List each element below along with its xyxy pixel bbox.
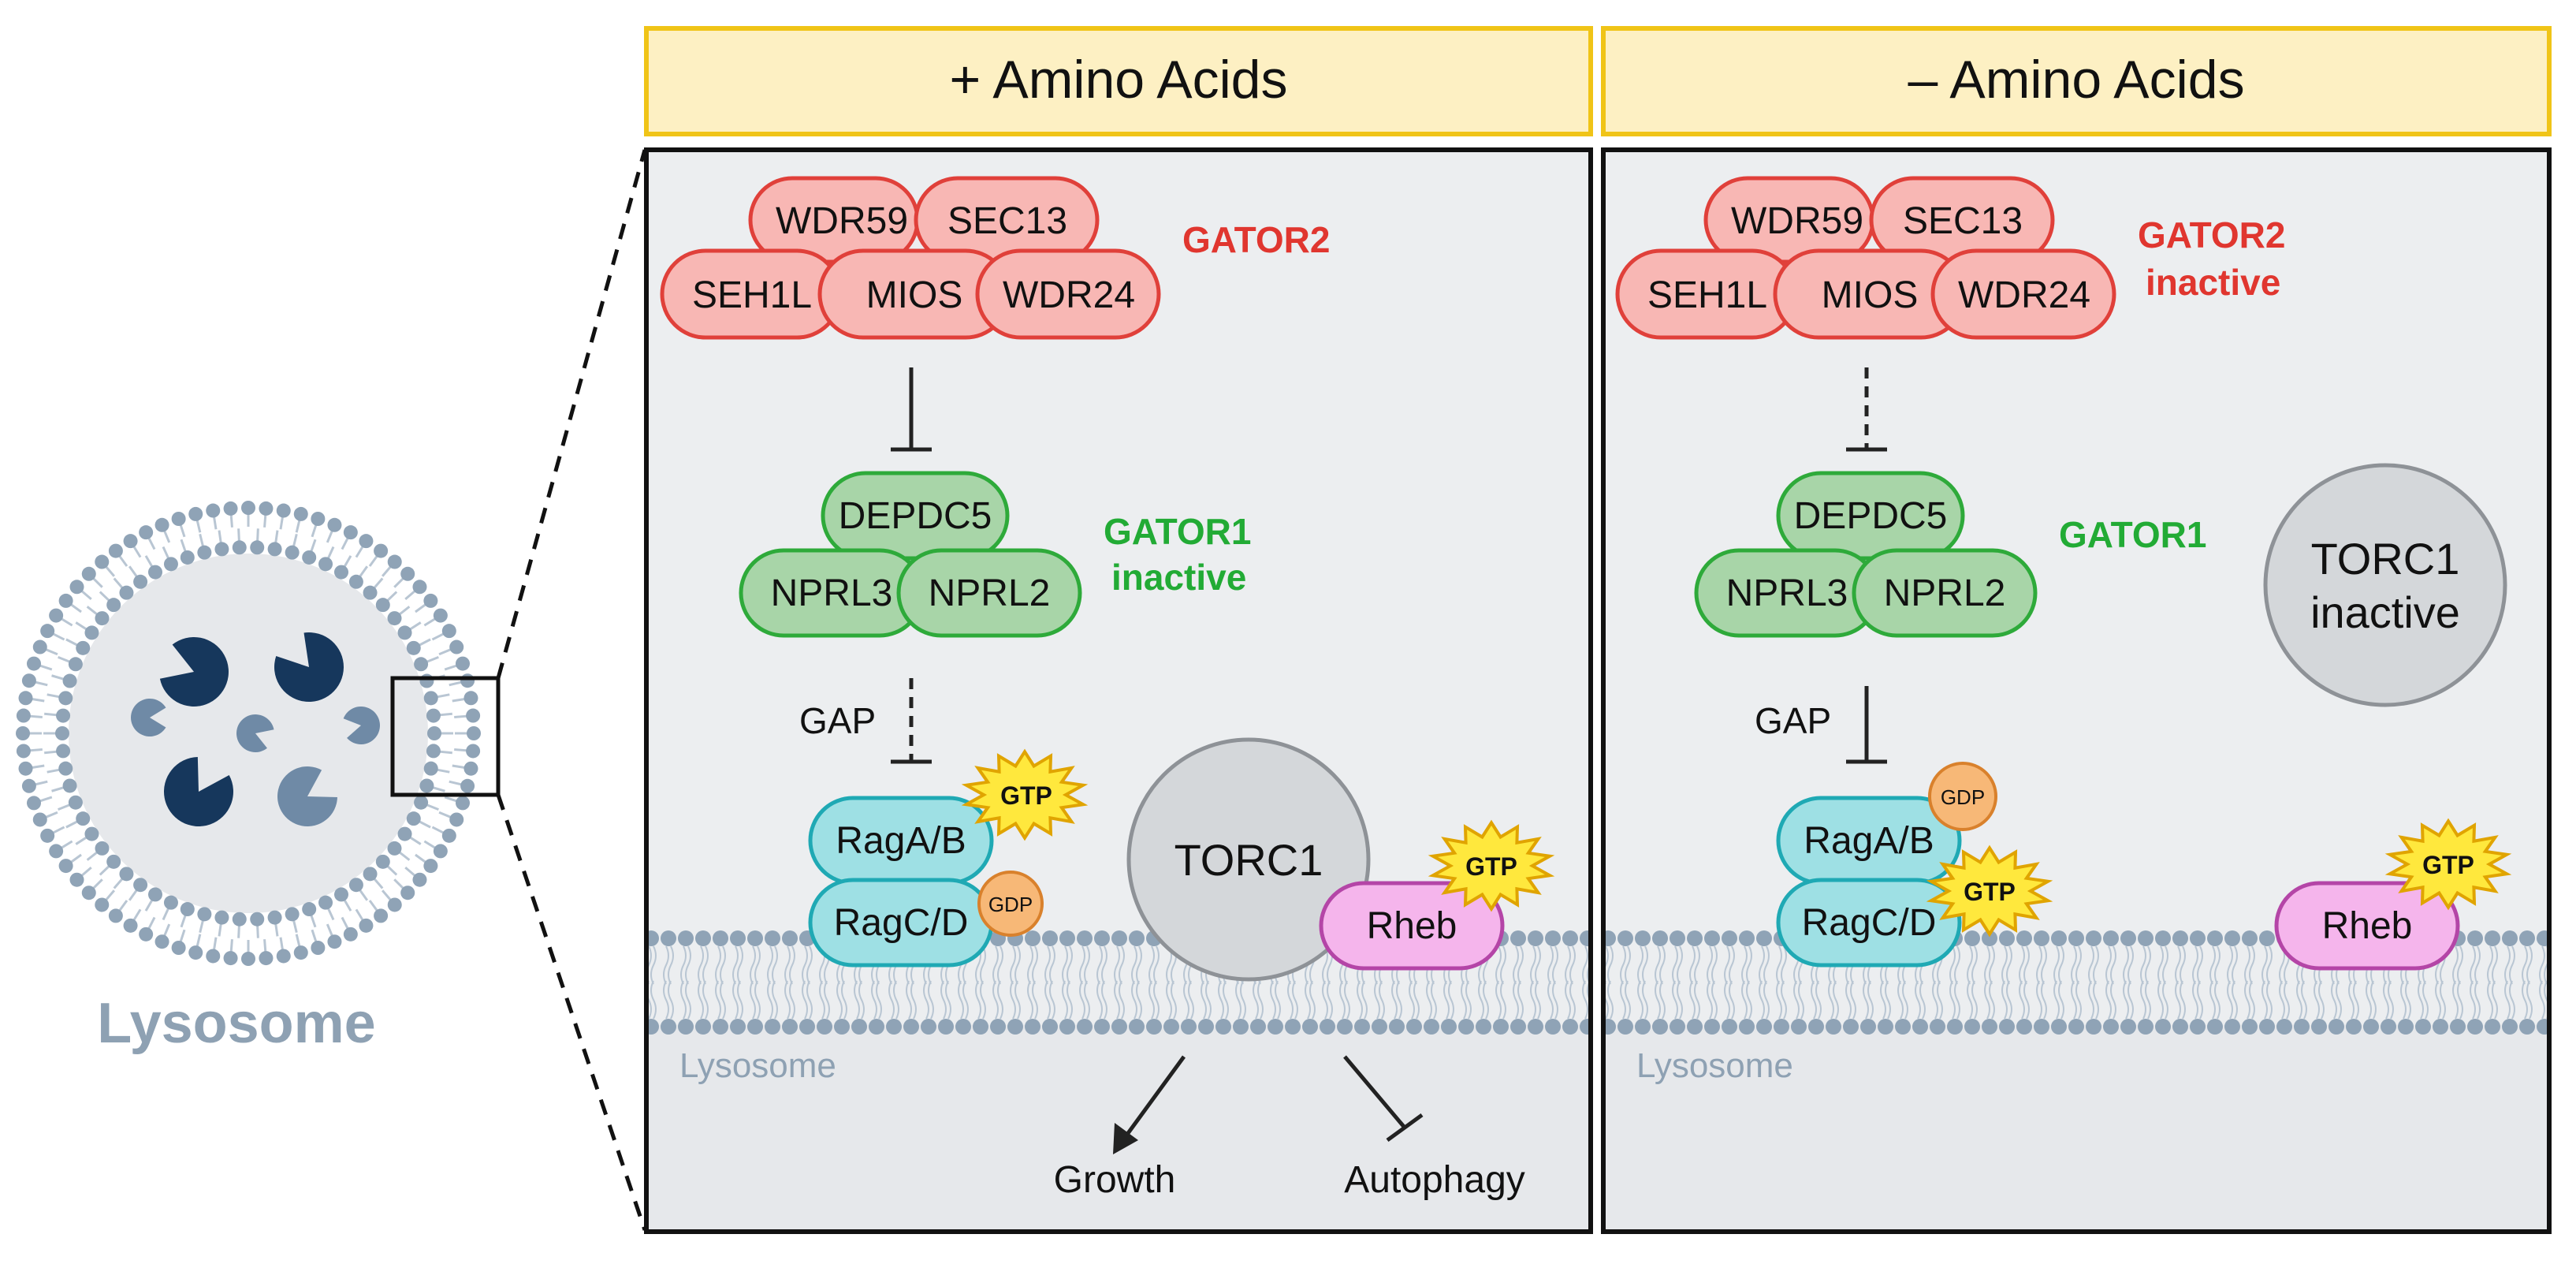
plus-ragc-gdp-label: GDP	[988, 893, 1033, 916]
minus-membrane-label: Lysosome	[1636, 1046, 1793, 1085]
plus-rheb-gtp-label: GTP	[1465, 852, 1517, 881]
plus-autophagy-inhibition-line	[1343, 1055, 1406, 1129]
plus-sec13-label: SEC13	[947, 200, 1067, 242]
minus-gator1-label: GATOR1	[2059, 514, 2206, 555]
plus-panel: Lysosome WDR59 SEC13 SEH1L MIOS WDR24 GA…	[644, 147, 1593, 1234]
zoom-box	[390, 676, 501, 797]
minus-ragc	[1776, 878, 1962, 968]
minus-rheb-label: Rheb	[2322, 905, 2413, 947]
plus-torc1	[1126, 737, 1371, 982]
minus-wdr59-label: WDR59	[1731, 200, 1863, 242]
plus-wdr24-label: WDR24	[1003, 274, 1135, 316]
plus-raga-gtp-label: GTP	[1000, 781, 1052, 810]
zoom-line-bottom	[496, 794, 647, 1231]
plus-gap-label: GAP	[799, 700, 876, 741]
plus-autophagy-inhibition-bar	[1386, 1113, 1424, 1143]
plus-seh1l-label: SEH1L	[692, 274, 812, 316]
plus-autophagy-label: Autophagy	[1344, 1159, 1525, 1201]
zoom-line-top	[496, 149, 647, 679]
plus-panel-border	[644, 147, 1593, 1234]
minus-rheb-gtp-burst	[2384, 818, 2512, 911]
minus-seh1l-label: SEH1L	[1647, 274, 1767, 316]
plus-gator2-label: GATOR2	[1182, 219, 1330, 260]
minus-depdc5-label: DEPDC5	[1794, 495, 1948, 537]
plus-wdr24	[975, 248, 1161, 340]
minus-raga-gdp-label: GDP	[1941, 785, 1985, 809]
minus-gator1-complex: DEPDC5 NPRL3 NPRL2	[1694, 471, 2038, 638]
condition-headers: + Amino Acids – Amino Acids	[644, 26, 2552, 136]
minus-gator2-state: inactive	[2146, 262, 2280, 303]
plus-growth-label: Growth	[1054, 1159, 1176, 1201]
minus-sec13-label: SEC13	[1903, 200, 2023, 242]
minus-nprl3-label: NPRL3	[1726, 572, 1848, 614]
minus-rheb	[2274, 881, 2460, 971]
minus-raga-label: RagA/B	[1804, 820, 1934, 862]
plus-gator2-complex: WDR59 SEC13 SEH1L MIOS WDR24	[660, 176, 1161, 340]
plus-header-box	[644, 26, 1593, 136]
plus-ragc-gdp	[977, 871, 1044, 937]
minus-wdr24	[1930, 248, 2116, 340]
plus-rheb	[1319, 881, 1505, 971]
plus-nprl2-label: NPRL2	[929, 572, 1051, 614]
plus-nprl3-label: NPRL3	[771, 572, 893, 614]
plus-wdr59-label: WDR59	[776, 200, 908, 242]
lysosome-overview: Lysosome	[16, 149, 647, 1231]
minus-lysosome-lumen	[1603, 1025, 2549, 1232]
plus-gator1-complex: DEPDC5 NPRL3 NPRL2	[739, 471, 1082, 638]
minus-torc1-state: inactive	[2310, 587, 2460, 637]
minus-torc1	[2263, 463, 2507, 707]
plus-header-title: + Amino Acids	[949, 50, 1287, 110]
minus-ragc-gtp-burst	[1926, 845, 2053, 938]
plus-mios-label: MIOS	[866, 274, 963, 316]
plus-ragc-label: RagC/D	[834, 902, 969, 944]
minus-mios-label: MIOS	[1822, 274, 1919, 316]
minus-gator2-label: GATOR2	[2138, 214, 2285, 255]
lysosome-membrane-heads	[16, 501, 481, 966]
minus-header-box	[1601, 26, 2552, 136]
minus-gator2-complex: WDR59 SEC13 SEH1L MIOS WDR24	[1615, 176, 2116, 340]
plus-depdc5-label: DEPDC5	[839, 495, 992, 537]
minus-nprl2	[1852, 548, 2038, 638]
minus-panel-border	[1601, 147, 2552, 1234]
plus-gator1-state: inactive	[1111, 557, 1246, 598]
overview-lysosome-label: Lysosome	[97, 992, 375, 1055]
plus-rheb-label: Rheb	[1367, 905, 1457, 947]
plus-torc1-label: TORC1	[1174, 835, 1323, 885]
plus-raga-label: RagA/B	[836, 820, 966, 862]
plus-raga-gtp-burst	[961, 748, 1089, 841]
plus-rheb-gtp-burst	[1428, 819, 1555, 912]
minus-ragc-gtp-label: GTP	[1964, 878, 2016, 906]
minus-torc1-label: TORC1	[2311, 534, 2460, 584]
minus-header-title: – Amino Acids	[1908, 50, 2244, 110]
minus-raga-gdp	[1928, 762, 1997, 831]
plus-nprl2	[896, 548, 1082, 638]
minus-rheb-gtp-label: GTP	[2422, 851, 2474, 879]
plus-growth-arrow-line	[1122, 1055, 1186, 1140]
plus-growth-arrowhead	[1113, 1123, 1138, 1154]
plus-gator1-label: GATOR1	[1104, 511, 1251, 552]
minus-nprl2-label: NPRL2	[1884, 572, 2006, 614]
minus-panel: Lysosome WDR59 SEC13 SEH1L MIOS WDR24 GA…	[1601, 147, 2552, 1234]
minus-wdr24-label: WDR24	[1958, 274, 2090, 316]
lysosomal-enzymes	[131, 632, 381, 827]
minus-ragc-label: RagC/D	[1802, 902, 1937, 944]
minus-gap-label: GAP	[1755, 700, 1831, 741]
plus-membrane-label: Lysosome	[679, 1046, 836, 1085]
